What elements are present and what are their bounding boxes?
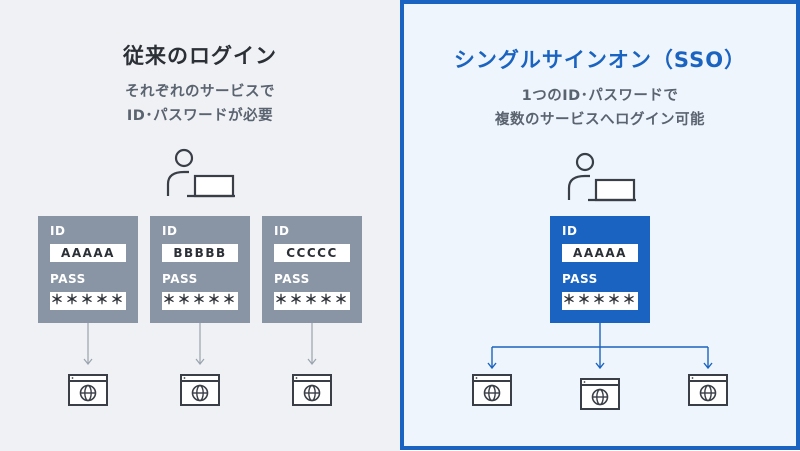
subtitle-line-1: それぞれのサービスで (125, 84, 275, 100)
id-value: BBBBB (162, 244, 238, 262)
pass-label: PASS (562, 272, 598, 286)
subtitle-line-2: 複数のサービスへログイン可能 (495, 112, 705, 128)
browser-globe-icon (180, 374, 220, 406)
id-label: ID (50, 224, 66, 238)
sso-subtitle: 1つのID･パスワードで 複数のサービスへログイン可能 (404, 84, 796, 132)
subtitle-line-1: 1つのID･パスワードで (521, 88, 679, 104)
sso-title: シングルサインオン（SSO） (453, 48, 747, 72)
pass-label: PASS (162, 272, 198, 286)
browser-globe-icon (580, 378, 620, 410)
browser-globe-icon (688, 374, 728, 406)
sso-panel: シングルサインオン（SSO） 1つのID･パスワードで 複数のサービスへログイン… (400, 0, 800, 450)
pass-label: PASS (274, 272, 310, 286)
pass-value: ＊＊＊＊＊ (562, 292, 638, 310)
pass-value: ＊＊＊＊＊ (162, 292, 238, 310)
browser-globe-icon (68, 374, 108, 406)
credential-card-a: ID AAAAA PASS ＊＊＊＊＊ (38, 216, 138, 323)
branch-arrows-icon (487, 323, 713, 370)
id-label: ID (562, 224, 578, 238)
down-arrow-icon (83, 323, 93, 365)
traditional-login-title: 従来のログイン (123, 44, 277, 68)
credential-card-b: ID BBBBB PASS ＊＊＊＊＊ (150, 216, 250, 323)
sso-credential-card: ID AAAAA PASS ＊＊＊＊＊ (550, 216, 650, 323)
id-label: ID (162, 224, 178, 238)
user-at-laptop-icon (567, 152, 636, 202)
id-label: ID (274, 224, 290, 238)
id-value: CCCCC (274, 244, 350, 262)
id-value: AAAAA (562, 244, 638, 262)
browser-globe-icon (292, 374, 332, 406)
down-arrow-icon (307, 323, 317, 365)
traditional-login-subtitle: それぞれのサービスで ID･パスワードが必要 (0, 80, 400, 128)
pass-value: ＊＊＊＊＊ (274, 292, 350, 310)
browser-globe-icon (472, 374, 512, 406)
user-at-laptop-icon (166, 148, 235, 198)
id-value: AAAAA (50, 244, 126, 262)
pass-value: ＊＊＊＊＊ (50, 292, 126, 310)
traditional-login-panel: 従来のログイン それぞれのサービスで ID･パスワードが必要 ID AAAAA … (0, 0, 400, 451)
pass-label: PASS (50, 272, 86, 286)
down-arrow-icon (195, 323, 205, 365)
credential-card-c: ID CCCCC PASS ＊＊＊＊＊ (262, 216, 362, 323)
subtitle-line-2: ID･パスワードが必要 (126, 108, 274, 124)
